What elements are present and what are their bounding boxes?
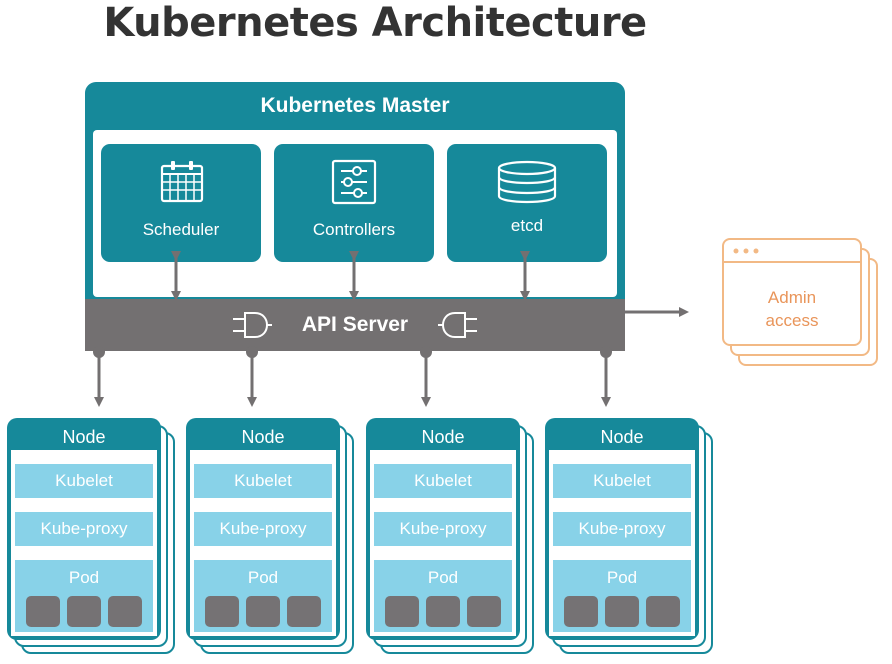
node-title: Node [241, 427, 285, 447]
pod-container [108, 596, 142, 627]
pod-container [467, 596, 501, 627]
kubelet-band: Kubelet [15, 464, 153, 498]
diagram-title: Kubernetes Architecture [103, 0, 647, 46]
calendar-icon [160, 161, 204, 203]
pod-container [205, 596, 239, 627]
pod-container [67, 596, 101, 627]
node-card: Node Kubelet Kube-proxy Pod [366, 418, 520, 640]
kube-proxy-band: Kube-proxy [194, 512, 332, 546]
kube-proxy-band: Kube-proxy [374, 512, 512, 546]
node-3: Node Kubelet Kube-proxy Pod [366, 418, 534, 654]
kubelet-band: Kubelet [374, 464, 512, 498]
api-server-bar: API Server [85, 299, 625, 351]
pod-container [646, 596, 680, 627]
admin-window-front [722, 238, 862, 346]
kubelet-band: Kubelet [194, 464, 332, 498]
node-2: Node Kubelet Kube-proxy Pod [186, 418, 354, 654]
pod-label: Pod [68, 568, 100, 587]
pod-label: Pod [247, 568, 279, 587]
node-card: Node Kubelet Kube-proxy Pod [7, 418, 161, 640]
controllers-box: Controllers [274, 144, 434, 262]
pod-container [246, 596, 280, 627]
pod-area: Pod [194, 560, 332, 632]
node-4: Node Kubelet Kube-proxy Pod [545, 418, 713, 654]
scheduler-label: Scheduler [142, 220, 220, 239]
admin-access [722, 238, 892, 370]
controllers-label: Controllers [312, 220, 396, 239]
plug-icon [438, 312, 477, 338]
etcd-label: etcd [510, 216, 544, 235]
plug-icon [233, 312, 272, 338]
pod-area: Pod [15, 560, 153, 632]
kubernetes-master: Kubernetes Master Scheduler Controller [85, 82, 625, 350]
pod-area: Pod [374, 560, 512, 632]
pod-container [426, 596, 460, 627]
node-title: Node [421, 427, 465, 447]
node-title: Node [62, 427, 106, 447]
pod-label: Pod [427, 568, 459, 587]
etcd-box: etcd [447, 144, 607, 262]
pod-container [26, 596, 60, 627]
pod-container [564, 596, 598, 627]
kube-proxy-band: Kube-proxy [553, 512, 691, 546]
sliders-icon [331, 159, 377, 205]
pod-container [385, 596, 419, 627]
database-icon [497, 160, 557, 204]
pod-container [605, 596, 639, 627]
node-card: Node Kubelet Kube-proxy Pod [186, 418, 340, 640]
window-dots-icon [724, 248, 860, 263]
node-card: Node Kubelet Kube-proxy Pod [545, 418, 699, 640]
admin-label-line2: access [765, 311, 819, 330]
master-title: Kubernetes Master [260, 94, 450, 117]
node-title: Node [600, 427, 644, 447]
node-1: Node Kubelet Kube-proxy Pod [7, 418, 175, 654]
admin-access-label: Admin access [722, 286, 862, 332]
scheduler-box: Scheduler [101, 144, 261, 262]
api-server-label: API Server [301, 313, 409, 336]
admin-label-line1: Admin [767, 288, 817, 307]
kubelet-band: Kubelet [553, 464, 691, 498]
pod-container [287, 596, 321, 627]
pod-label: Pod [606, 568, 638, 587]
kube-proxy-band: Kube-proxy [15, 512, 153, 546]
pod-area: Pod [553, 560, 691, 632]
